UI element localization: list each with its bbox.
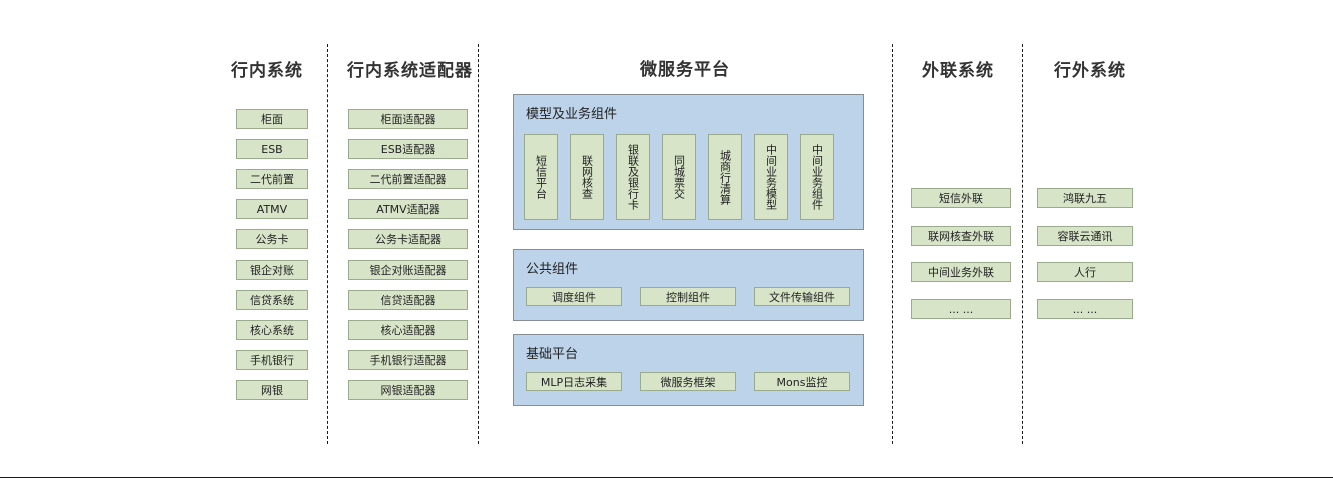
list-item[interactable]: 二代前置适配器 xyxy=(348,169,468,189)
list-item[interactable]: 二代前置 xyxy=(236,169,308,189)
panel-title: 基础平台 xyxy=(526,347,579,362)
column-title-internal-systems: 行内系统 xyxy=(231,61,303,81)
column-title-outside-bank-systems: 行外系统 xyxy=(1054,61,1126,81)
list-item[interactable]: 鸿联九五 xyxy=(1037,188,1133,208)
list-item[interactable]: 调度组件 xyxy=(526,287,622,306)
list-item[interactable]: MLP日志采集 xyxy=(526,372,622,391)
vertical-list-item-label: 短信平台 xyxy=(534,155,548,199)
vertical-list-item-label: 城商行清算 xyxy=(718,149,732,205)
list-item[interactable]: 信贷系统 xyxy=(236,290,308,310)
column-title-external-link-systems: 外联系统 xyxy=(922,61,994,81)
column-title-internal-adapters: 行内系统适配器 xyxy=(347,61,473,81)
panel-public-components: 公共组件 xyxy=(513,249,864,321)
list-item[interactable]: 公务卡 xyxy=(236,229,308,249)
list-item[interactable]: 银企对账 xyxy=(236,260,308,280)
vertical-list-item[interactable]: 同城票交 xyxy=(662,134,696,220)
column-title-microservice-platform: 微服务平台 xyxy=(640,60,730,80)
vertical-list-item[interactable]: 城商行清算 xyxy=(708,134,742,220)
list-item[interactable]: ATMV xyxy=(236,199,308,219)
panel-title: 模型及业务组件 xyxy=(526,107,618,122)
list-item[interactable]: 手机银行 xyxy=(236,350,308,370)
vertical-list-item-label: 银联及银行卡 xyxy=(626,144,640,210)
list-item[interactable]: 核心适配器 xyxy=(348,320,468,340)
list-item[interactable]: 网银 xyxy=(236,380,308,400)
list-item[interactable]: 容联云通讯 xyxy=(1037,226,1133,246)
list-item[interactable]: 人行 xyxy=(1037,262,1133,282)
vertical-list-item[interactable]: 银联及银行卡 xyxy=(616,134,650,220)
panel-title: 公共组件 xyxy=(526,262,579,277)
list-item[interactable]: 公务卡适配器 xyxy=(348,229,468,249)
vertical-list-item[interactable]: 短信平台 xyxy=(524,134,558,220)
divider-4 xyxy=(1022,44,1023,444)
list-item[interactable]: ESB xyxy=(236,139,308,159)
vertical-list-item[interactable]: 中间业务模型 xyxy=(754,134,788,220)
list-item[interactable]: ESB适配器 xyxy=(348,139,468,159)
list-item[interactable]: Mons监控 xyxy=(754,372,850,391)
list-item[interactable]: 文件传输组件 xyxy=(754,287,850,306)
list-item[interactable]: 手机银行适配器 xyxy=(348,350,468,370)
list-item[interactable]: 短信外联 xyxy=(911,188,1011,208)
list-item[interactable]: 微服务框架 xyxy=(640,372,736,391)
vertical-list-item-label: 同城票交 xyxy=(672,155,686,199)
divider-2 xyxy=(478,44,479,444)
divider-3 xyxy=(892,44,893,444)
list-item[interactable]: 中间业务外联 xyxy=(911,262,1011,282)
divider-1 xyxy=(327,44,328,444)
list-item[interactable]: 核心系统 xyxy=(236,320,308,340)
list-item[interactable]: 信贷适配器 xyxy=(348,290,468,310)
vertical-list-item-label: 中间业务模型 xyxy=(764,144,778,210)
list-item[interactable]: ... ... xyxy=(911,299,1011,319)
vertical-list-item-label: 中间业务组件 xyxy=(810,144,824,210)
bottom-rule xyxy=(0,477,1333,478)
vertical-list-item-label: 联网核查 xyxy=(580,155,594,199)
list-item[interactable]: 银企对账适配器 xyxy=(348,260,468,280)
list-item[interactable]: 网银适配器 xyxy=(348,380,468,400)
list-item[interactable]: ATMV适配器 xyxy=(348,199,468,219)
vertical-list-item[interactable]: 联网核查 xyxy=(570,134,604,220)
list-item[interactable]: 控制组件 xyxy=(640,287,736,306)
list-item[interactable]: 联网核查外联 xyxy=(911,226,1011,246)
vertical-list-item[interactable]: 中间业务组件 xyxy=(800,134,834,220)
list-item[interactable]: 柜面 xyxy=(236,109,308,129)
list-item[interactable]: ... ... xyxy=(1037,299,1133,319)
list-item[interactable]: 柜面适配器 xyxy=(348,109,468,129)
panel-base-platform: 基础平台 xyxy=(513,334,864,406)
